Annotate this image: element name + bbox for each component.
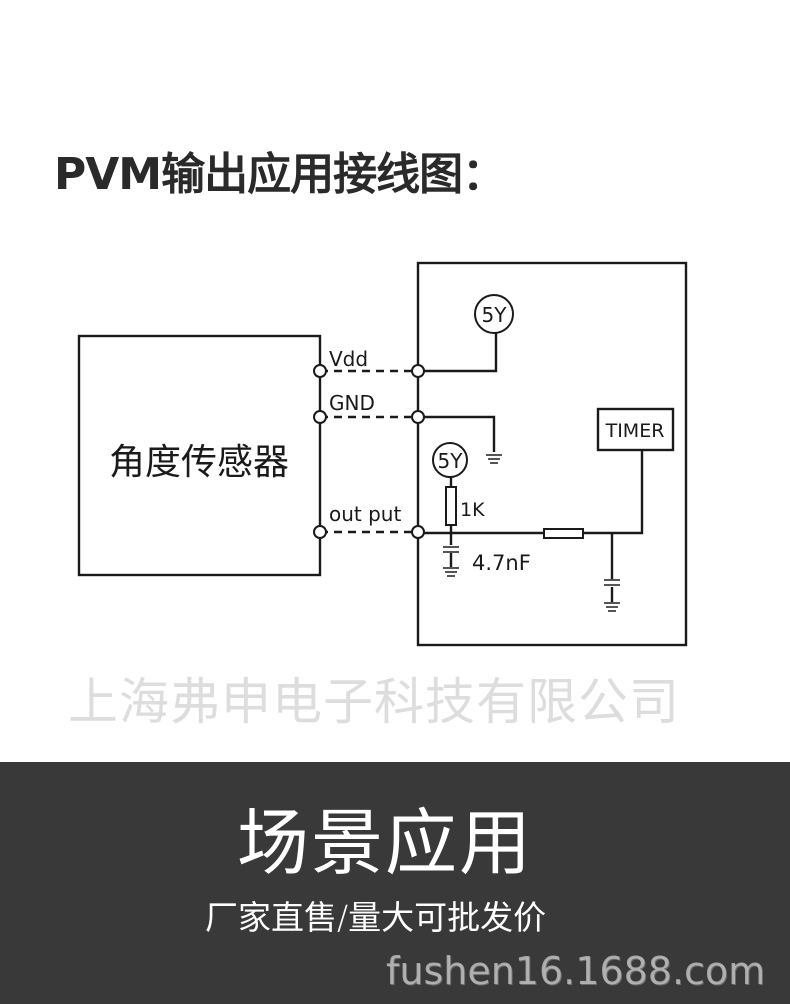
ground-icon [604, 602, 620, 612]
site-watermark: fushen16.1688.com [386, 949, 766, 993]
sensor-label: 角度传感器 [109, 442, 289, 483]
timer-box [596, 407, 675, 452]
gnd-label: GND [329, 391, 375, 415]
pullup-resistor [445, 486, 457, 526]
series-resistor [543, 528, 584, 539]
capacitor-icon [604, 579, 620, 586]
sensor-gnd-terminal [313, 410, 327, 424]
banner-heading: 场景应用 [236, 801, 533, 885]
wiring-diagram: 角度传感器 Vdd GND out put 5Y 5Y 1K 4.7nF TIM… [77, 261, 688, 647]
controller-box [416, 261, 688, 647]
controller-output-terminal [411, 525, 425, 539]
capacitor-label: 4.7nF [472, 551, 531, 575]
supply-top-circle [474, 294, 514, 334]
vdd-label: Vdd [329, 347, 368, 371]
sensor-output-terminal [313, 525, 327, 539]
ground-icon [443, 567, 459, 577]
sensor-box [77, 334, 322, 577]
supply-top-label: 5Y [482, 303, 508, 327]
timer-wire [583, 450, 644, 535]
capacitor-icon [443, 546, 459, 553]
banner-background [0, 762, 790, 1004]
supply-pullup-circle [432, 442, 468, 478]
company-watermark: 上海弗申电子科技有限公司 [68, 673, 680, 731]
ground-icon [486, 454, 502, 464]
sensor-vdd-terminal [313, 364, 327, 378]
banner-subheading: 厂家直售/量大可批发价 [205, 898, 547, 937]
timer-label: TIMER [605, 420, 665, 442]
resistor-label: 1K [460, 499, 485, 521]
gnd-wire [418, 415, 496, 452]
controller-gnd-terminal [411, 410, 425, 424]
supply-pullup-label: 5Y [438, 449, 464, 473]
controller-vdd-terminal [411, 364, 425, 378]
page-title: PVM输出应用接线图： [54, 149, 506, 200]
output-label: out put [329, 502, 401, 526]
vdd-wire [418, 333, 498, 373]
